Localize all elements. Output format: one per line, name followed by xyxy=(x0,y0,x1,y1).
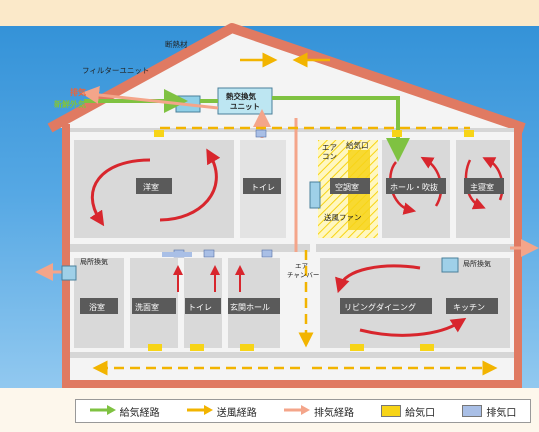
supply-port-label: 給気口 xyxy=(346,140,369,150)
exhaust-port xyxy=(261,249,273,258)
exhaust-out-path xyxy=(81,86,219,110)
room-name-washroom: 洗面室 xyxy=(135,302,159,312)
legend-label: 排気経路 xyxy=(313,407,354,419)
background-top xyxy=(0,0,539,26)
chamber-label-1: エア xyxy=(295,262,309,270)
circulation-arrow xyxy=(482,157,504,201)
upper-floor-left xyxy=(70,244,310,252)
left-wall xyxy=(62,124,70,388)
legend-label: 給気経路 xyxy=(119,407,160,419)
fan-label: 送風ファン xyxy=(324,212,362,222)
legend-arrow-icon xyxy=(283,404,310,418)
supply-port xyxy=(350,344,364,351)
circulation-arrow xyxy=(335,264,421,294)
room-name-entrance: 玄関ホール xyxy=(230,302,270,312)
blow-fan xyxy=(309,181,321,209)
local-fan-left xyxy=(61,265,77,281)
ceiling xyxy=(70,128,514,132)
circulation-arrow xyxy=(359,317,467,337)
local-vent-right-label: 局所換気 xyxy=(463,259,491,268)
fresh-air-label: 新鮮外気 xyxy=(54,99,86,109)
supply-port xyxy=(420,344,434,351)
room-label-plates: 洋室 トイレ 空調室 ホール・吹抜 主寝室 浴室 洗面室 トイレ 玄関ホール リ… xyxy=(80,178,504,314)
room-name-bath: 浴室 xyxy=(89,302,105,312)
local-fan-right xyxy=(441,257,459,273)
legend-item: 送風経路 xyxy=(186,404,257,419)
exhaust-duct xyxy=(162,252,192,257)
legend-item: 給気経路 xyxy=(89,404,160,419)
foundation-wall xyxy=(62,380,522,388)
hrv-label-2: ユニット xyxy=(230,102,260,111)
room-name-ac: 空調室 xyxy=(335,182,359,192)
chamber-label-2: チャンバー xyxy=(287,271,319,279)
legend-item: 給気口 xyxy=(381,404,435,419)
room-name-master: 主寝室 xyxy=(470,182,494,192)
room-name-western: 洋室 xyxy=(143,182,159,192)
room-name-toilet-upper: トイレ xyxy=(251,183,275,192)
circulation-arrow xyxy=(89,158,151,227)
room-name-living: リビングダイニング xyxy=(344,302,416,312)
legend-arrow-icon xyxy=(89,404,116,418)
legend: 給気経路 送風経路 排気経路 給気口 排気口 xyxy=(75,399,531,423)
supply-port xyxy=(148,344,162,351)
upper-floor-right xyxy=(316,244,514,252)
right-wall xyxy=(514,124,522,388)
legend-label: 給気口 xyxy=(405,407,436,419)
legend-box-icon xyxy=(462,405,483,417)
supply-port xyxy=(154,130,164,137)
room-name-kitchen: キッチン xyxy=(453,303,485,312)
roof-wall xyxy=(47,23,526,133)
supply-port xyxy=(464,130,474,137)
legend-label: 排気口 xyxy=(486,407,517,419)
legend-item: 排気口 xyxy=(462,404,516,419)
ground-floor xyxy=(70,352,514,358)
legend-box-icon xyxy=(381,405,402,417)
aircon-label-1: エア xyxy=(322,143,337,152)
legend-item: 排気経路 xyxy=(283,404,354,419)
filter-unit-label: フィルターユニット xyxy=(82,66,149,75)
insulation-label: 断熱材 xyxy=(165,39,188,49)
supply-port xyxy=(392,130,402,137)
aircon-label-2: コン xyxy=(322,152,337,161)
room-name-hall: ホール・吹抜 xyxy=(390,182,438,192)
local-vent-left-label: 局所換気 xyxy=(80,257,108,266)
legend-label: 送風経路 xyxy=(216,407,257,419)
supply-port xyxy=(190,344,204,351)
hrv-label-1: 熱交換気 xyxy=(226,91,256,101)
exhaust-port xyxy=(203,249,215,258)
legend-arrow-icon xyxy=(186,404,213,418)
exhaust-label: 排気 xyxy=(70,87,86,97)
exhaust-port xyxy=(255,129,267,138)
room-name-toilet-lower: トイレ xyxy=(188,303,212,312)
supply-port xyxy=(240,344,254,351)
circulation-arrow xyxy=(159,148,221,222)
